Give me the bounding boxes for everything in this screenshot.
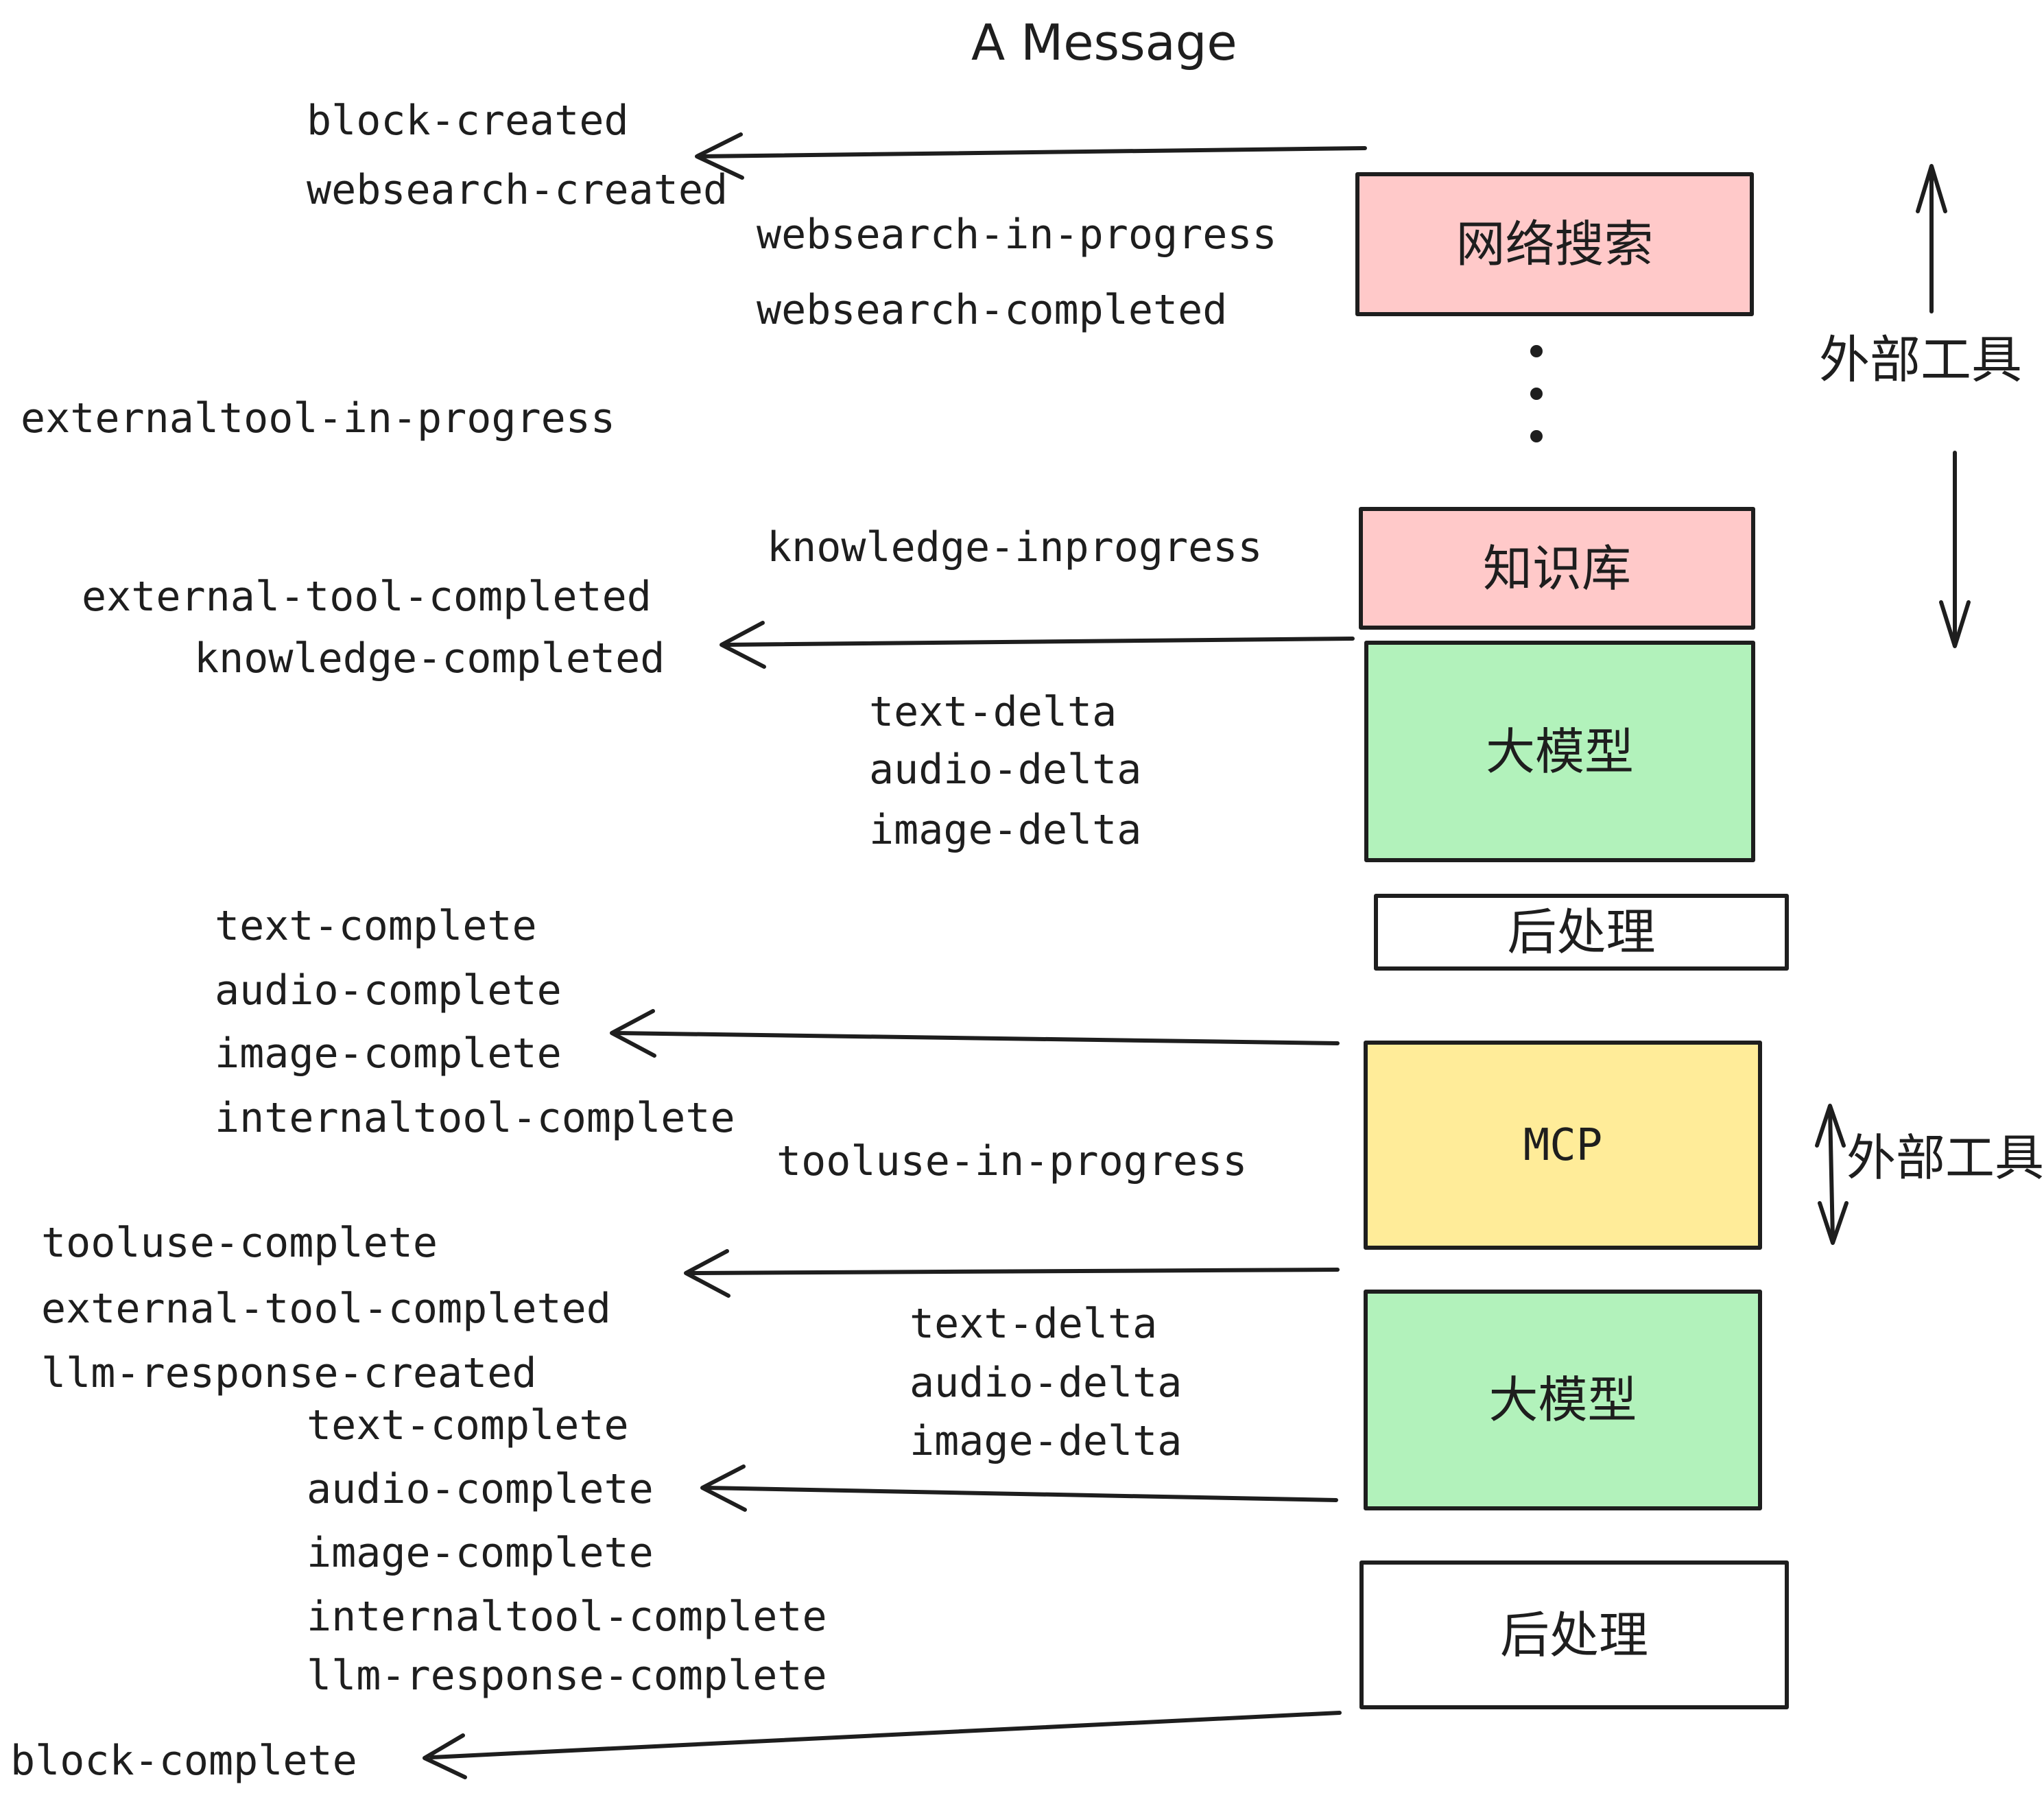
event-label-audio-delta-2: audio-delta — [910, 1359, 1183, 1407]
box-llm-2-label: 大模型 — [1488, 1371, 1637, 1429]
event-label-knowledge-inprogress: knowledge-inprogress — [767, 523, 1263, 571]
box-knowledge: 知识库 — [1359, 507, 1755, 630]
event-label-text-delta-2: text-delta — [910, 1300, 1158, 1348]
event-label-text-complete: text-complete — [215, 902, 537, 950]
arrow-to-tooluse-complete — [684, 1249, 1340, 1298]
event-label-tooluse-in-progress: tooluse-in-progress — [776, 1137, 1248, 1185]
event-label-tooluse-complete: tooluse-complete — [41, 1219, 438, 1267]
arrow-to-audio-complete — [700, 1464, 1338, 1512]
event-label-image-complete: image-complete — [215, 1030, 562, 1078]
event-label-websearch-created: websearch-created — [307, 166, 728, 214]
box-knowledge-label: 知识库 — [1482, 539, 1631, 597]
event-label-websearch-completed: websearch-completed — [757, 286, 1228, 334]
event-label-audio-complete: audio-complete — [215, 966, 562, 1014]
arrow-to-block-created — [695, 132, 1367, 180]
event-label-external-tool-completed-2: external-tool-completed — [41, 1285, 611, 1333]
event-label-text-delta: text-delta — [869, 688, 1117, 736]
side-label-external-tools-top: 外部工具 — [1819, 331, 2022, 390]
arrow-external-tools-up — [1916, 164, 1947, 313]
event-label-block-complete: block-complete — [10, 1737, 357, 1785]
event-label-external-tool-completed: external-tool-completed — [82, 573, 652, 621]
event-label-internaltool-complete-2: internaltool-complete — [307, 1593, 827, 1641]
box-llm-1: 大模型 — [1364, 641, 1755, 862]
box-websearch-label: 网络搜索 — [1455, 215, 1654, 273]
box-llm-1-label: 大模型 — [1485, 722, 1634, 781]
box-mcp: MCP — [1364, 1041, 1762, 1250]
arrow-to-image-complete — [610, 1009, 1340, 1058]
ellipsis-dots — [1530, 345, 1543, 442]
event-label-websearch-in-progress: websearch-in-progress — [757, 211, 1277, 259]
event-label-externaltool-in-progress: externaltool-in-progress — [21, 394, 615, 442]
event-label-image-delta-2: image-delta — [910, 1417, 1183, 1465]
event-label-llm-response-complete: llm-response-complete — [307, 1652, 827, 1700]
event-label-image-delta: image-delta — [869, 806, 1142, 854]
page-title: A Message — [971, 14, 1237, 71]
box-postprocess-1-label: 后处理 — [1507, 903, 1656, 961]
side-label-external-tools-bottom: 外部工具 — [1846, 1129, 2044, 1187]
box-mcp-label: MCP — [1523, 1119, 1603, 1171]
event-label-audio-delta: audio-delta — [869, 746, 1142, 794]
event-label-block-created: block-created — [307, 97, 629, 145]
event-label-image-complete-2: image-complete — [307, 1529, 654, 1577]
event-label-audio-complete-2: audio-complete — [307, 1465, 654, 1513]
arrow-to-block-complete — [423, 1711, 1342, 1779]
box-postprocess-2-label: 后处理 — [1499, 1606, 1648, 1664]
event-label-internaltool-complete: internaltool-complete — [215, 1094, 735, 1142]
arrow-to-knowledge-completed — [720, 621, 1355, 669]
event-label-llm-response-created: llm-response-created — [41, 1349, 537, 1397]
box-postprocess-2: 后处理 — [1359, 1560, 1789, 1709]
box-websearch: 网络搜索 — [1355, 172, 1754, 316]
event-label-text-complete-2: text-complete — [307, 1401, 629, 1449]
box-postprocess-1: 后处理 — [1374, 894, 1789, 971]
event-label-knowledge-completed: knowledge-completed — [194, 634, 665, 683]
arrow-external-tools-double — [1815, 1104, 1849, 1245]
arrow-external-tools-down — [1939, 451, 1971, 648]
box-llm-2: 大模型 — [1364, 1290, 1762, 1510]
